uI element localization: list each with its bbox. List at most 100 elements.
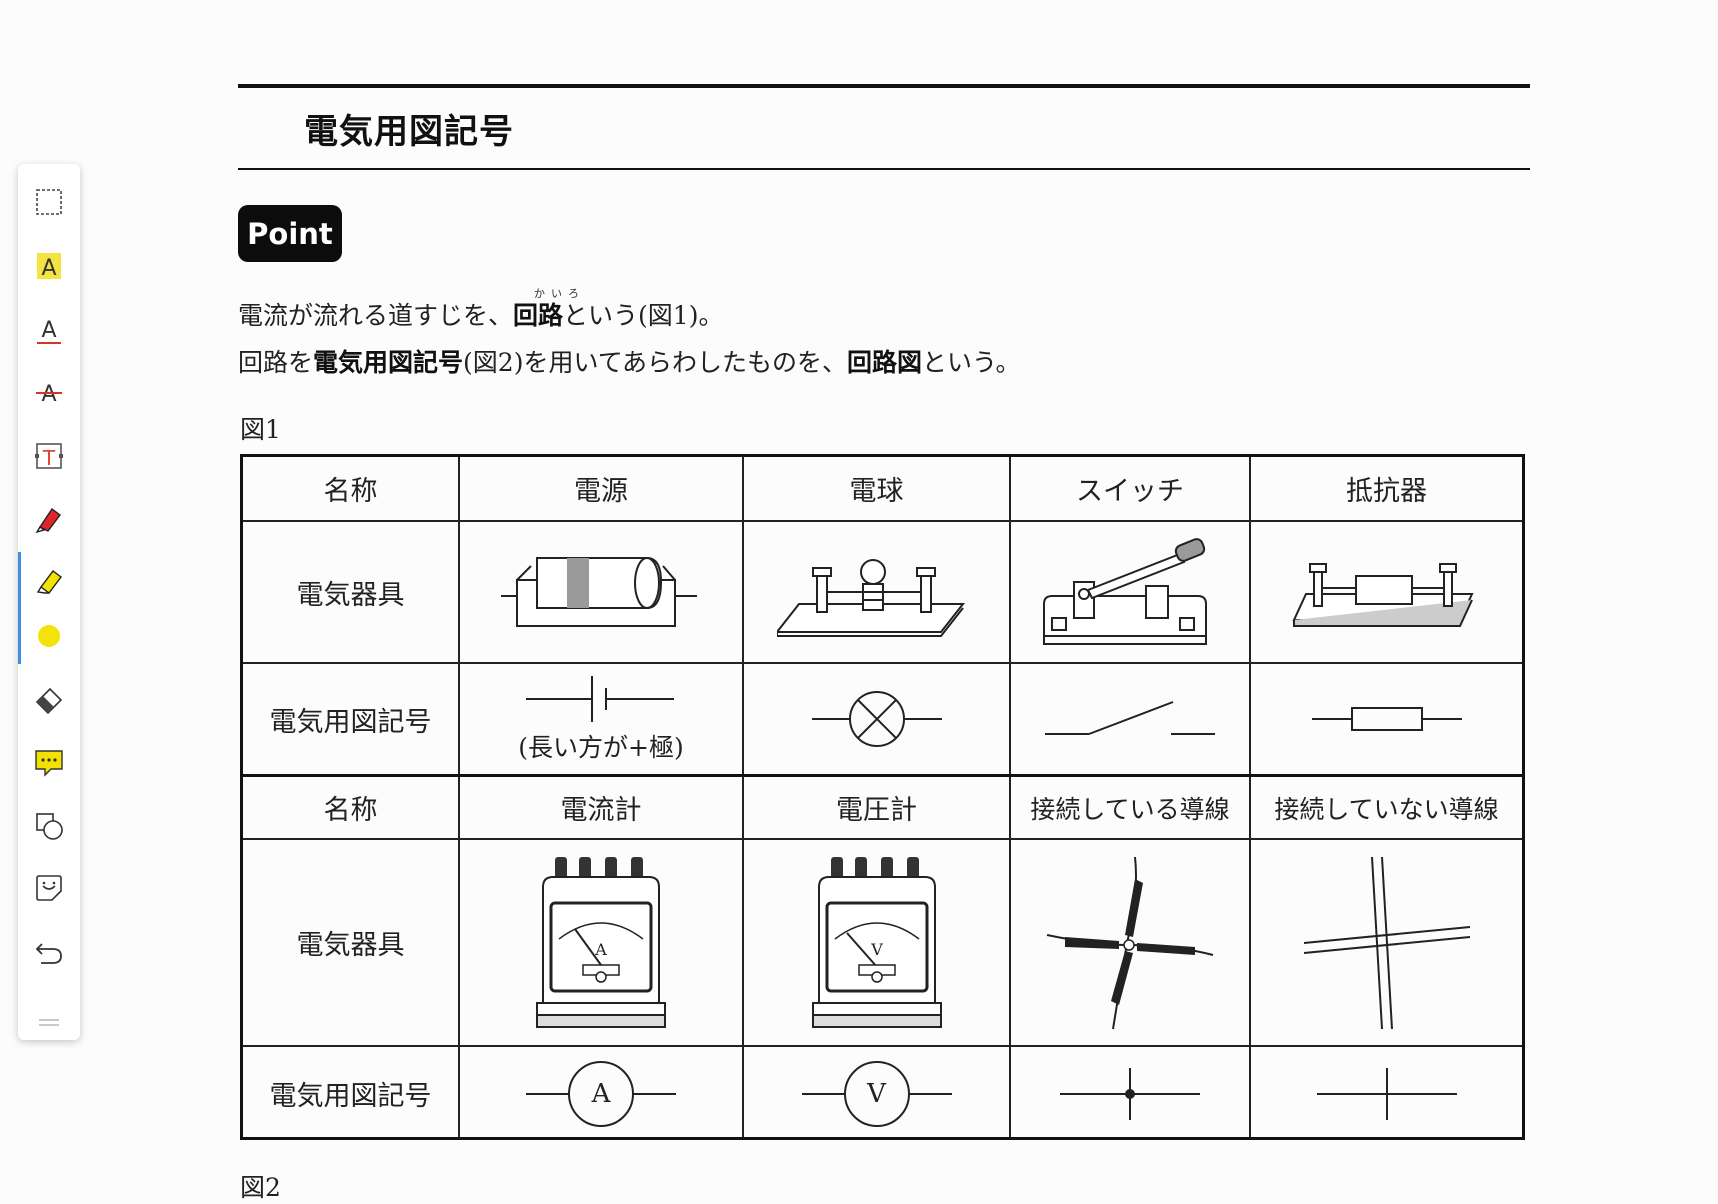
svg-text:V: V	[870, 940, 883, 959]
color-picker[interactable]	[18, 608, 80, 664]
eraser-tool[interactable]	[18, 670, 80, 726]
ruby-annotation: かいろ	[534, 287, 585, 300]
ammeter-symbol-cell: A	[460, 1047, 742, 1140]
paragraph-text: という(図1)。	[563, 301, 724, 330]
name-resistor: 抵抗器	[1346, 476, 1427, 507]
resistor-symbol	[1311, 707, 1462, 731]
shape-tool[interactable]	[18, 798, 80, 854]
voltmeter-symbol-cell: V	[744, 1047, 1009, 1140]
row-header-device: 電気器具	[296, 930, 405, 961]
name-power-source: 電源	[574, 476, 628, 507]
unconnected-wires-illustration	[1251, 840, 1522, 1045]
voltmeter-device-illustration: V	[744, 840, 1009, 1045]
bold-term: 電気用図記号	[313, 348, 464, 377]
comment-icon	[35, 750, 63, 777]
row-header-symbol: 電気用図記号	[269, 1081, 432, 1112]
text-box-icon: T	[35, 443, 63, 470]
paragraph-text: 回路を	[238, 348, 314, 377]
bulb-symbol-cell	[744, 664, 1009, 774]
row-divider	[243, 520, 1522, 522]
comment-tool[interactable]	[18, 734, 80, 790]
selection-tool[interactable]	[18, 174, 80, 230]
unconnected-wires-symbol-cell	[1251, 1047, 1522, 1140]
row-divider-thick	[243, 774, 1522, 777]
row-divider	[243, 838, 1522, 840]
underline-text-tool[interactable]: A	[18, 302, 80, 358]
paragraph-text: 電流が流れる道すじを、	[238, 301, 514, 330]
row-header-name: 名称	[323, 795, 378, 826]
highlight-text-tool[interactable]: A	[18, 238, 80, 294]
resistor-symbol-cell	[1251, 664, 1522, 774]
text-box-tool[interactable]: T	[18, 428, 80, 484]
name-ammeter: 電流計	[560, 795, 642, 826]
toolbar-drag-handle[interactable]	[39, 1019, 59, 1027]
title-top-rule	[238, 84, 1530, 88]
paragraph-1: 電流が流れる道すじを、回路という(図1)。	[238, 296, 723, 332]
bold-term: 回路	[513, 301, 564, 330]
ammeter-device-illustration: A	[460, 840, 742, 1045]
paragraph-2: 回路を電気用図記号(図2)を用いてあらわしたものを、回路図という。	[238, 343, 1020, 379]
switch-symbol-cell	[1011, 664, 1249, 774]
figure-2-label: 図2	[240, 1173, 281, 1202]
voltmeter-letter: V	[867, 1078, 886, 1109]
connected-wires-illustration	[1011, 840, 1249, 1045]
name-connected-wires: 接続している導線	[1030, 794, 1230, 824]
bulb-symbol	[811, 691, 942, 747]
name-voltmeter: 電圧計	[836, 795, 917, 826]
paragraph-text: (図2)を用いてあらわしたものを、	[463, 348, 847, 377]
figure-1-label: 図1	[240, 415, 281, 444]
paragraph-text: という。	[921, 348, 1021, 377]
bulb-device-illustration	[744, 522, 1009, 662]
column-divider	[1249, 457, 1251, 1137]
point-badge: Point	[238, 205, 342, 262]
highlighter-icon	[36, 570, 62, 594]
name-light-bulb: 電球	[849, 476, 904, 507]
svg-text:A: A	[41, 318, 56, 343]
switch-device-illustration	[1011, 522, 1249, 662]
highlighter-tool[interactable]	[18, 552, 80, 608]
row-header-name: 名称	[323, 476, 378, 507]
ammeter-letter: A	[591, 1078, 611, 1109]
name-switch: スイッチ	[1076, 476, 1184, 507]
sticker-icon	[36, 875, 62, 901]
switch-symbol	[1045, 701, 1215, 735]
battery-symbol-cell: (長い方が+極)	[460, 664, 742, 774]
battery-symbol	[526, 676, 674, 722]
strikethrough-text-tool[interactable]: A	[18, 364, 80, 420]
svg-text:A: A	[41, 256, 56, 281]
pen-tool[interactable]	[18, 490, 80, 546]
row-divider	[243, 662, 1522, 664]
eraser-icon	[35, 687, 63, 715]
sticker-tool[interactable]	[18, 860, 80, 916]
shapes-icon	[36, 813, 63, 840]
electrical-symbols-table: 名称 電源 電球 スイッチ 抵抗器 電気器具	[240, 454, 1525, 1140]
connected-wires-symbol-cell	[1011, 1047, 1249, 1140]
resistor-device-illustration	[1251, 522, 1522, 662]
underline-a-icon: A	[37, 318, 61, 344]
color-dot-icon	[38, 625, 60, 647]
column-divider	[742, 457, 744, 1137]
row-header-symbol: 電気用図記号	[269, 706, 432, 738]
bold-term: 回路図	[846, 348, 922, 377]
voltmeter-symbol: V	[801, 1059, 952, 1129]
unconnected-wires-symbol	[1316, 1067, 1457, 1120]
title-bottom-rule	[238, 168, 1530, 170]
battery-note: (長い方が+極)	[518, 733, 684, 762]
strikethrough-a-icon: A	[36, 382, 62, 407]
undo-tool[interactable]	[18, 924, 80, 980]
connected-wires-symbol	[1060, 1067, 1200, 1120]
column-divider	[458, 457, 460, 1137]
svg-text:A: A	[594, 940, 607, 959]
svg-text:A: A	[41, 382, 56, 407]
column-divider	[1009, 457, 1011, 1137]
battery-device-illustration	[460, 522, 742, 662]
undo-icon	[35, 943, 62, 964]
marker-pen-icon	[35, 507, 61, 534]
svg-text:T: T	[42, 446, 56, 470]
annotation-toolbar: A A A T	[18, 164, 80, 1040]
row-header-device: 電気器具	[296, 579, 405, 611]
ammeter-symbol: A	[526, 1059, 676, 1129]
dashed-rect-icon	[36, 189, 62, 215]
highlight-a-icon: A	[37, 253, 61, 281]
row-divider	[243, 1045, 1522, 1047]
